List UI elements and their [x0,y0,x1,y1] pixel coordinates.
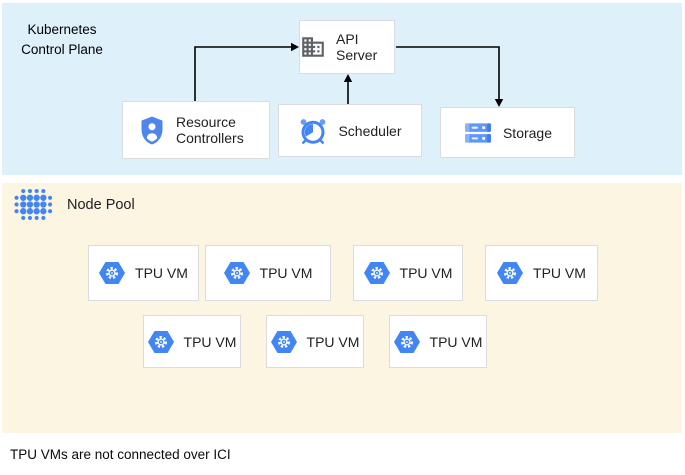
node-pool-region [2,183,682,433]
dot-cluster-icon [14,189,53,220]
tpu-vm-node: TPU VM [143,315,241,368]
hexagon-gear-icon [394,331,420,353]
tpu-vm-node: TPU VM [485,245,598,301]
node-pool-header: Node Pool [12,185,135,224]
tpu-vm-label: TPU VM [135,265,188,281]
api-server-node: API Server [299,20,395,74]
hexagon-gear-icon [271,331,297,353]
api-server-label: API Server [336,31,378,63]
resource-controllers-label: Resource Controllers [176,114,244,146]
hexagon-gear-icon [99,262,125,284]
hexagon-gear-icon [224,262,250,284]
tpu-vm-node: TPU VM [266,315,364,368]
hexagon-gear-icon [364,262,390,284]
tpu-vm-node: TPU VM [205,245,331,301]
building-icon [302,37,324,57]
hexagon-gear-icon [148,331,174,353]
shield-person-icon [141,116,163,144]
storage-node: Storage [440,107,575,158]
control-plane-label: Kubernetes Control Plane [21,22,103,57]
tpu-vm-label: TPU VM [306,333,360,350]
tpu-vm-label: TPU VM [259,265,313,281]
scheduler-label: Scheduler [338,122,402,139]
storage-label: Storage [502,124,553,141]
hexagon-gear-icon [497,262,523,284]
tpu-vm-node: TPU VM [353,245,463,301]
tpu-vm-label: TPU VM [183,333,237,350]
tpu-vm-label: TPU VM [429,333,483,350]
tpu-vm-label: TPU VM [399,265,453,281]
tpu-vm-label: TPU VM [533,265,586,281]
node-pool-label: Node Pool [67,196,135,213]
scheduler-node: Scheduler [278,104,422,157]
alarm-clock-icon [301,118,326,144]
tpu-vm-node: TPU VM [389,315,487,368]
storage-stack-icon [465,122,491,143]
tpu-vm-node: TPU VM [88,245,199,301]
diagram-caption: TPU VMs are not connected over ICI [10,447,231,462]
resource-controllers-node: Resource Controllers [122,101,270,159]
